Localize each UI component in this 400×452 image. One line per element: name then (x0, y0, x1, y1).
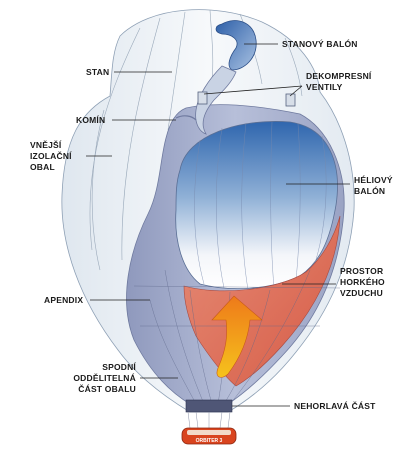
suspension-lines (187, 411, 231, 429)
chimney-lip (175, 115, 197, 121)
label-prostor-2: HORKÉHO (340, 277, 385, 287)
label-vnejsi-3: OBAL (30, 162, 55, 172)
label-nehorlava-cast: NEHORLAVÁ ČÁST (294, 400, 376, 411)
decompression-valves (197, 91, 296, 107)
label-apendix: APENDIX (44, 295, 83, 305)
label-dekompresni-1: DEKOMPRESNÍ (306, 71, 372, 81)
label-prostor-3: VZDUCHU (340, 288, 383, 298)
leader-lines (86, 43, 350, 407)
label-prostor-1: PROSTOR (340, 266, 383, 276)
tent-balloon (215, 20, 257, 71)
hot-air-space (183, 215, 341, 387)
label-spodni-3: ČÁST OBALU (78, 383, 136, 394)
nonflammable-band (185, 399, 233, 413)
helium-balloon (175, 121, 338, 290)
label-vnejsi-1: VNĚJŠÍ (30, 139, 62, 150)
label-komin: KOMÍN (76, 115, 105, 125)
label-spodni-1: SPODNÍ (102, 362, 136, 372)
helium-gores (194, 121, 327, 291)
gondola-label: ORBITER 3 (196, 438, 223, 444)
heat-arrow (211, 295, 263, 378)
label-heliovy-2: BALÓN (354, 185, 385, 196)
gondola: ORBITER 3 (181, 427, 237, 445)
label-spodni-2: ODDĚLITELNÁ (73, 372, 136, 383)
label-stanovy-balon: STANOVÝ BALÓN (282, 38, 358, 49)
label-dekompresni-2: VENTILY (306, 82, 343, 92)
label-heliovy-1: HÉLIOVÝ (354, 174, 393, 185)
label-stan: STAN (86, 67, 109, 77)
label-vnejsi-2: IZOLAČNÍ (30, 150, 72, 161)
